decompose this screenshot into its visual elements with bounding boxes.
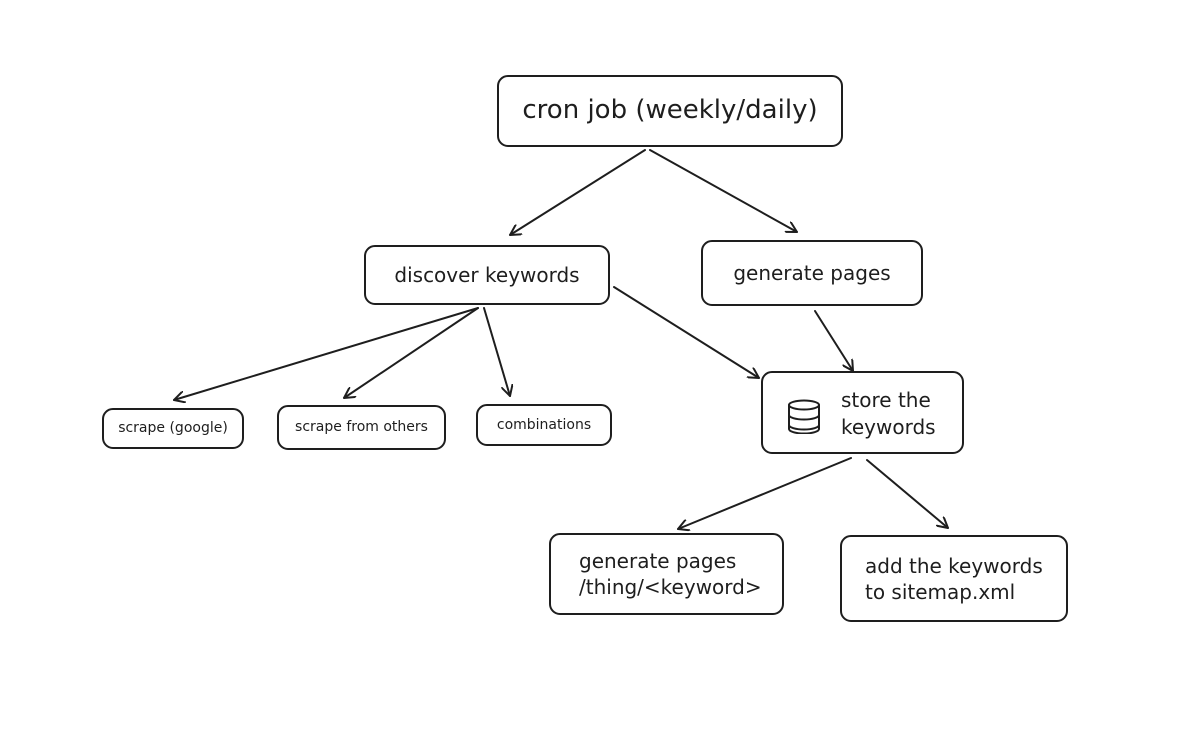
database-icon — [788, 399, 820, 434]
node-generate-pages-label: generate pages — [733, 261, 891, 285]
node-scrape-google: scrape (google) — [102, 408, 244, 449]
node-generate-pages-keyword-label: generate pages /thing/<keyword> — [579, 548, 762, 600]
edge-generate-to-store — [814, 310, 854, 372]
edge-discover-to-combinations — [483, 307, 510, 397]
node-cron-job: cron job (weekly/daily) — [497, 75, 843, 147]
node-generate-pages-keyword-line-2: /thing/<keyword> — [579, 575, 762, 599]
edge-store-to-sitemap — [866, 459, 949, 529]
edge-discover-to-scrape-google — [173, 307, 479, 400]
node-combinations: combinations — [476, 404, 612, 446]
node-add-to-sitemap-line-1: add the keywords — [865, 553, 1043, 578]
node-add-to-sitemap: add the keywords to sitemap.xml — [840, 535, 1068, 622]
node-add-to-sitemap-label: add the keywords to sitemap.xml — [865, 553, 1043, 605]
node-generate-pages-keyword-line-1: generate pages — [579, 549, 737, 573]
edge-store-to-generate-keyword — [677, 457, 852, 529]
node-scrape-from-others: scrape from others — [277, 405, 446, 450]
edge-discover-to-store — [613, 286, 760, 379]
edge-discover-to-scrape-others — [343, 307, 479, 399]
node-add-to-sitemap-line-2: to sitemap.xml — [865, 579, 1016, 604]
node-store-keywords-line-2: keywords — [841, 415, 936, 439]
node-scrape-google-label: scrape (google) — [118, 420, 228, 437]
edge-cron-to-generate — [649, 149, 798, 233]
node-store-keywords-line-1: store the — [841, 388, 931, 412]
node-store-keywords-label: store the keywords — [841, 387, 936, 441]
node-generate-pages: generate pages — [701, 240, 923, 306]
node-discover-keywords-label: discover keywords — [394, 263, 580, 287]
node-discover-keywords: discover keywords — [364, 245, 610, 305]
node-store-keywords: store the keywords — [761, 371, 964, 454]
node-combinations-label: combinations — [496, 416, 592, 433]
node-generate-pages-keyword: generate pages /thing/<keyword> — [549, 533, 784, 615]
edge-cron-to-discover — [510, 149, 646, 236]
node-scrape-from-others-label: scrape from others — [295, 419, 428, 436]
node-cron-job-label: cron job (weekly/daily) — [522, 95, 818, 126]
